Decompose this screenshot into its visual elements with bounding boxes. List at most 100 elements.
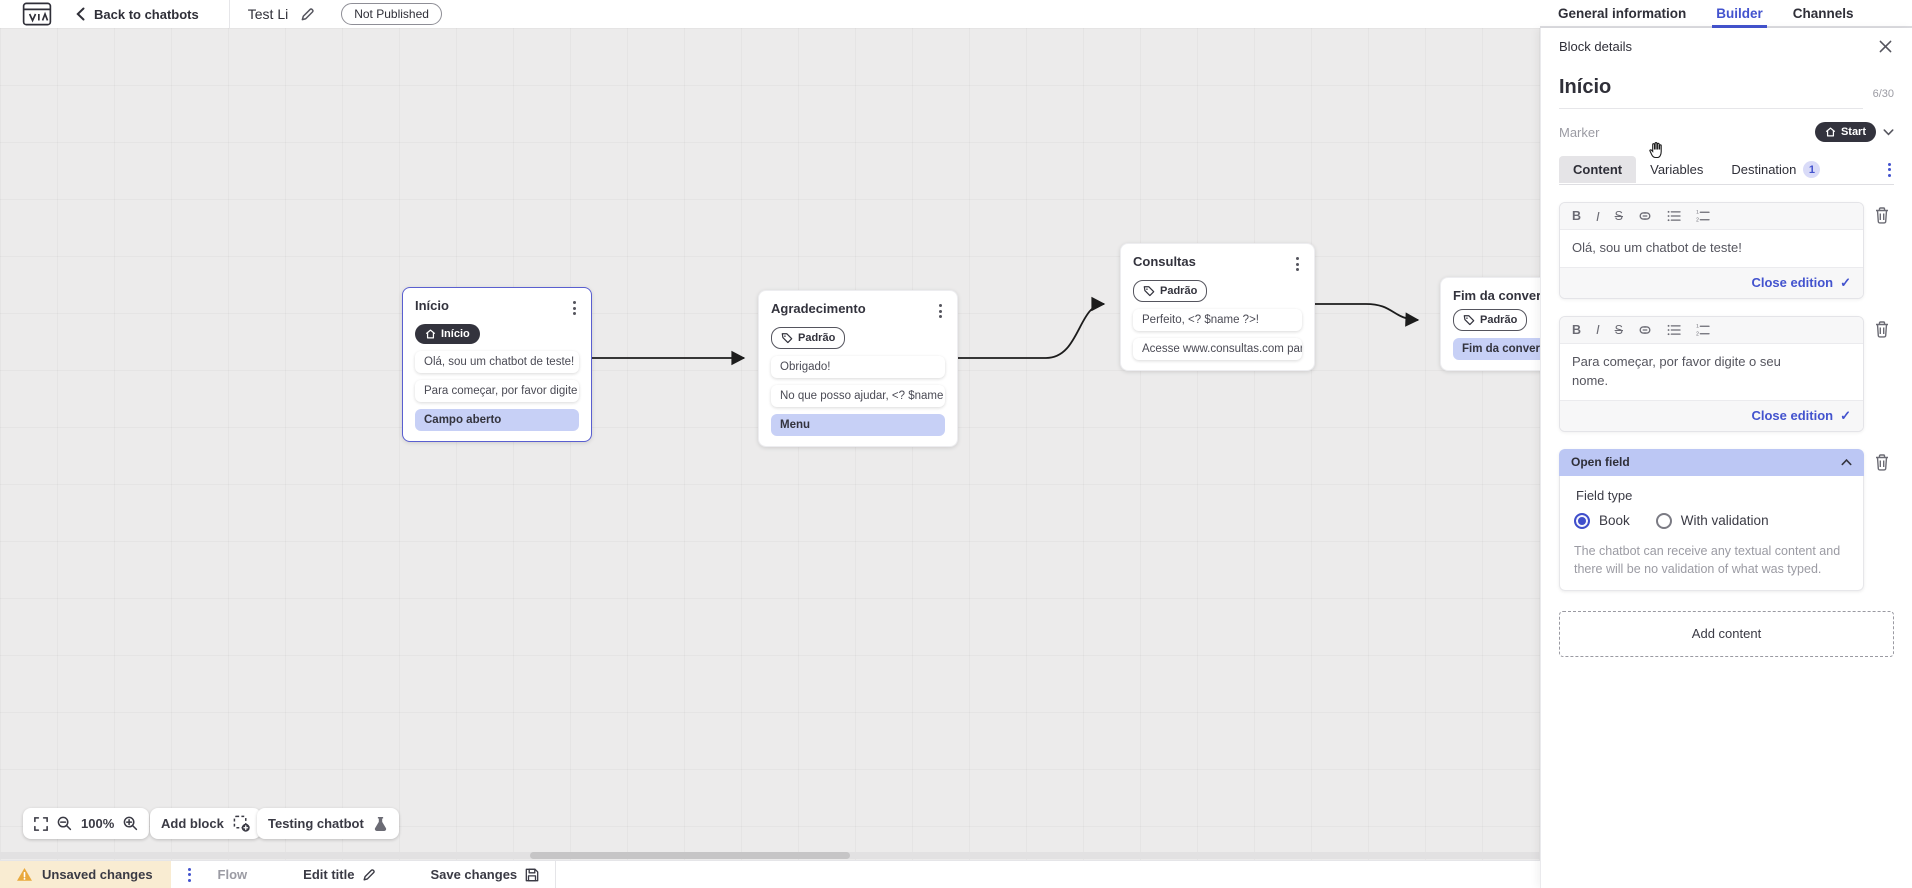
- node-message-item[interactable]: Perfeito, <? $name ?>!: [1133, 309, 1302, 331]
- node-menu-icon[interactable]: [1293, 254, 1302, 274]
- node-menu-icon[interactable]: [570, 298, 579, 318]
- fullscreen-icon[interactable]: [34, 816, 48, 831]
- edit-title-button[interactable]: Edit title: [303, 867, 376, 882]
- zoom-in-icon[interactable]: [123, 816, 138, 831]
- block-name-input[interactable]: Início: [1559, 76, 1863, 109]
- flow-node-fim-da-conversa[interactable]: Fim da conversa Padrão Fim da conversa: [1440, 277, 1540, 371]
- open-field-row: Open field Field type Book With validati…: [1559, 448, 1894, 591]
- radio-book[interactable]: Book: [1574, 512, 1630, 529]
- add-content-button[interactable]: Add content: [1559, 610, 1894, 657]
- horizontal-scrollbar-thumb[interactable]: [530, 852, 850, 859]
- horizontal-scrollbar[interactable]: [0, 852, 1540, 859]
- marker-label: Marker: [1559, 124, 1600, 140]
- save-changes-button[interactable]: Save changes: [430, 867, 539, 882]
- bottombar: Unsaved changes Flow Edit title Save cha…: [0, 860, 1540, 888]
- flow-view-label[interactable]: Flow: [217, 867, 248, 882]
- panel-tabs-menu-icon[interactable]: [1885, 160, 1894, 180]
- pencil-icon: [363, 868, 376, 881]
- node-header: Fim da conversa: [1453, 288, 1540, 303]
- radio-with-validation[interactable]: With validation: [1655, 512, 1769, 529]
- tab-content[interactable]: Content: [1559, 156, 1637, 183]
- bottombar-divider: [555, 861, 557, 888]
- topbar: Back to chatbots Test Li Not Published G…: [0, 0, 1912, 28]
- trash-icon[interactable]: [1874, 316, 1894, 338]
- close-icon[interactable]: [1877, 38, 1894, 55]
- tab-destination[interactable]: Destination 1: [1717, 155, 1834, 184]
- tag-icon: [1463, 315, 1475, 326]
- field-type-description: The chatbot can receive any textual cont…: [1574, 543, 1841, 576]
- bold-icon[interactable]: B: [1572, 322, 1582, 337]
- node-header: Agradecimento: [771, 301, 945, 321]
- strikethrough-icon[interactable]: S: [1614, 322, 1623, 337]
- node-title: Consultas: [1133, 254, 1196, 269]
- bullet-list-icon[interactable]: [1667, 210, 1681, 222]
- bottombar-menu-icon[interactable]: [185, 865, 194, 885]
- svg-text:2: 2: [1696, 218, 1699, 222]
- trash-icon[interactable]: [1874, 449, 1894, 471]
- warning-icon: [17, 867, 32, 881]
- link-icon[interactable]: [1638, 209, 1652, 223]
- flow-edges: [592, 296, 1420, 366]
- trash-icon[interactable]: [1874, 202, 1894, 224]
- marker-row: Marker Start: [1559, 122, 1894, 142]
- node-message-item[interactable]: Obrigado!: [771, 356, 945, 378]
- zoom-controls: 100%: [23, 808, 150, 839]
- flow-node-consultas[interactable]: Consultas Padrão Perfeito, <? $name ?>! …: [1120, 243, 1315, 371]
- editor-text[interactable]: Olá, sou um chatbot de teste!: [1560, 230, 1863, 267]
- tag-icon: [1143, 286, 1155, 297]
- marker-select[interactable]: Start: [1814, 122, 1894, 142]
- bold-icon[interactable]: B: [1572, 208, 1582, 223]
- node-header: Consultas: [1133, 254, 1302, 274]
- status-badge: Not Published: [341, 3, 442, 25]
- edge-consultas-fim: [1315, 303, 1420, 327]
- check-icon: ✓: [1840, 274, 1851, 290]
- node-menu-icon[interactable]: [936, 301, 945, 321]
- italic-icon[interactable]: I: [1596, 208, 1600, 224]
- edge-agradecimento-consultas: [958, 296, 1106, 359]
- field-type-options: Book With validation: [1574, 512, 1849, 529]
- back-to-chatbots-button[interactable]: Back to chatbots: [76, 7, 199, 22]
- flow-node-agradecimento[interactable]: Agradecimento Padrão Obrigado! No que po…: [758, 290, 958, 447]
- svg-text:2: 2: [1696, 331, 1699, 335]
- node-marker-badge: Início: [415, 324, 480, 344]
- destination-count-badge: 1: [1803, 161, 1821, 178]
- testing-chatbot-label: Testing chatbot: [268, 816, 364, 831]
- open-field-card: Open field Field type Book With validati…: [1559, 448, 1864, 591]
- close-edition-button[interactable]: Close edition ✓: [1560, 399, 1863, 431]
- node-message-item[interactable]: No que posso ajudar, <? $name ...: [771, 385, 945, 407]
- block-name-row: Início 6/30: [1559, 76, 1894, 109]
- open-field-header[interactable]: Open field: [1559, 448, 1864, 476]
- node-action-item[interactable]: Menu: [771, 414, 945, 436]
- italic-icon[interactable]: I: [1596, 322, 1600, 338]
- close-edition-button[interactable]: Close edition ✓: [1560, 266, 1863, 298]
- node-action-item[interactable]: Campo aberto: [415, 409, 579, 431]
- link-icon[interactable]: [1638, 323, 1652, 337]
- node-message-item[interactable]: Acesse www.consultas.com par...: [1133, 338, 1302, 360]
- tab-builder[interactable]: Builder: [1712, 0, 1767, 28]
- tab-channels[interactable]: Channels: [1792, 5, 1854, 21]
- strikethrough-icon[interactable]: S: [1614, 208, 1623, 223]
- chatbot-title[interactable]: Test Li: [247, 6, 289, 22]
- flow-canvas[interactable]: Início Início Olá, sou um chatbot de tes…: [0, 28, 1540, 860]
- node-message-item[interactable]: Olá, sou um chatbot de teste!: [415, 351, 579, 373]
- bullet-list-icon[interactable]: [1667, 324, 1681, 336]
- node-marker-badge: Padrão: [771, 327, 846, 349]
- chevron-left-icon: [76, 7, 85, 21]
- tab-variables[interactable]: Variables: [1650, 162, 1704, 177]
- tab-general-information[interactable]: General information: [1558, 5, 1687, 21]
- add-block-button[interactable]: Add block: [150, 808, 261, 839]
- flow-node-inicio[interactable]: Início Início Olá, sou um chatbot de tes…: [402, 287, 592, 442]
- testing-chatbot-button[interactable]: Testing chatbot: [257, 808, 399, 839]
- char-counter: 6/30: [1872, 88, 1894, 100]
- node-message-item[interactable]: Para começar, por favor digite o ...: [415, 380, 579, 402]
- node-action-item[interactable]: Fim da conversa: [1453, 338, 1540, 360]
- edit-title-pencil-icon[interactable]: [300, 7, 315, 22]
- zoom-out-icon[interactable]: [57, 816, 72, 831]
- svg-text:1: 1: [1696, 324, 1699, 330]
- editor-text[interactable]: Para começar, por favor digite o seu nom…: [1560, 343, 1863, 400]
